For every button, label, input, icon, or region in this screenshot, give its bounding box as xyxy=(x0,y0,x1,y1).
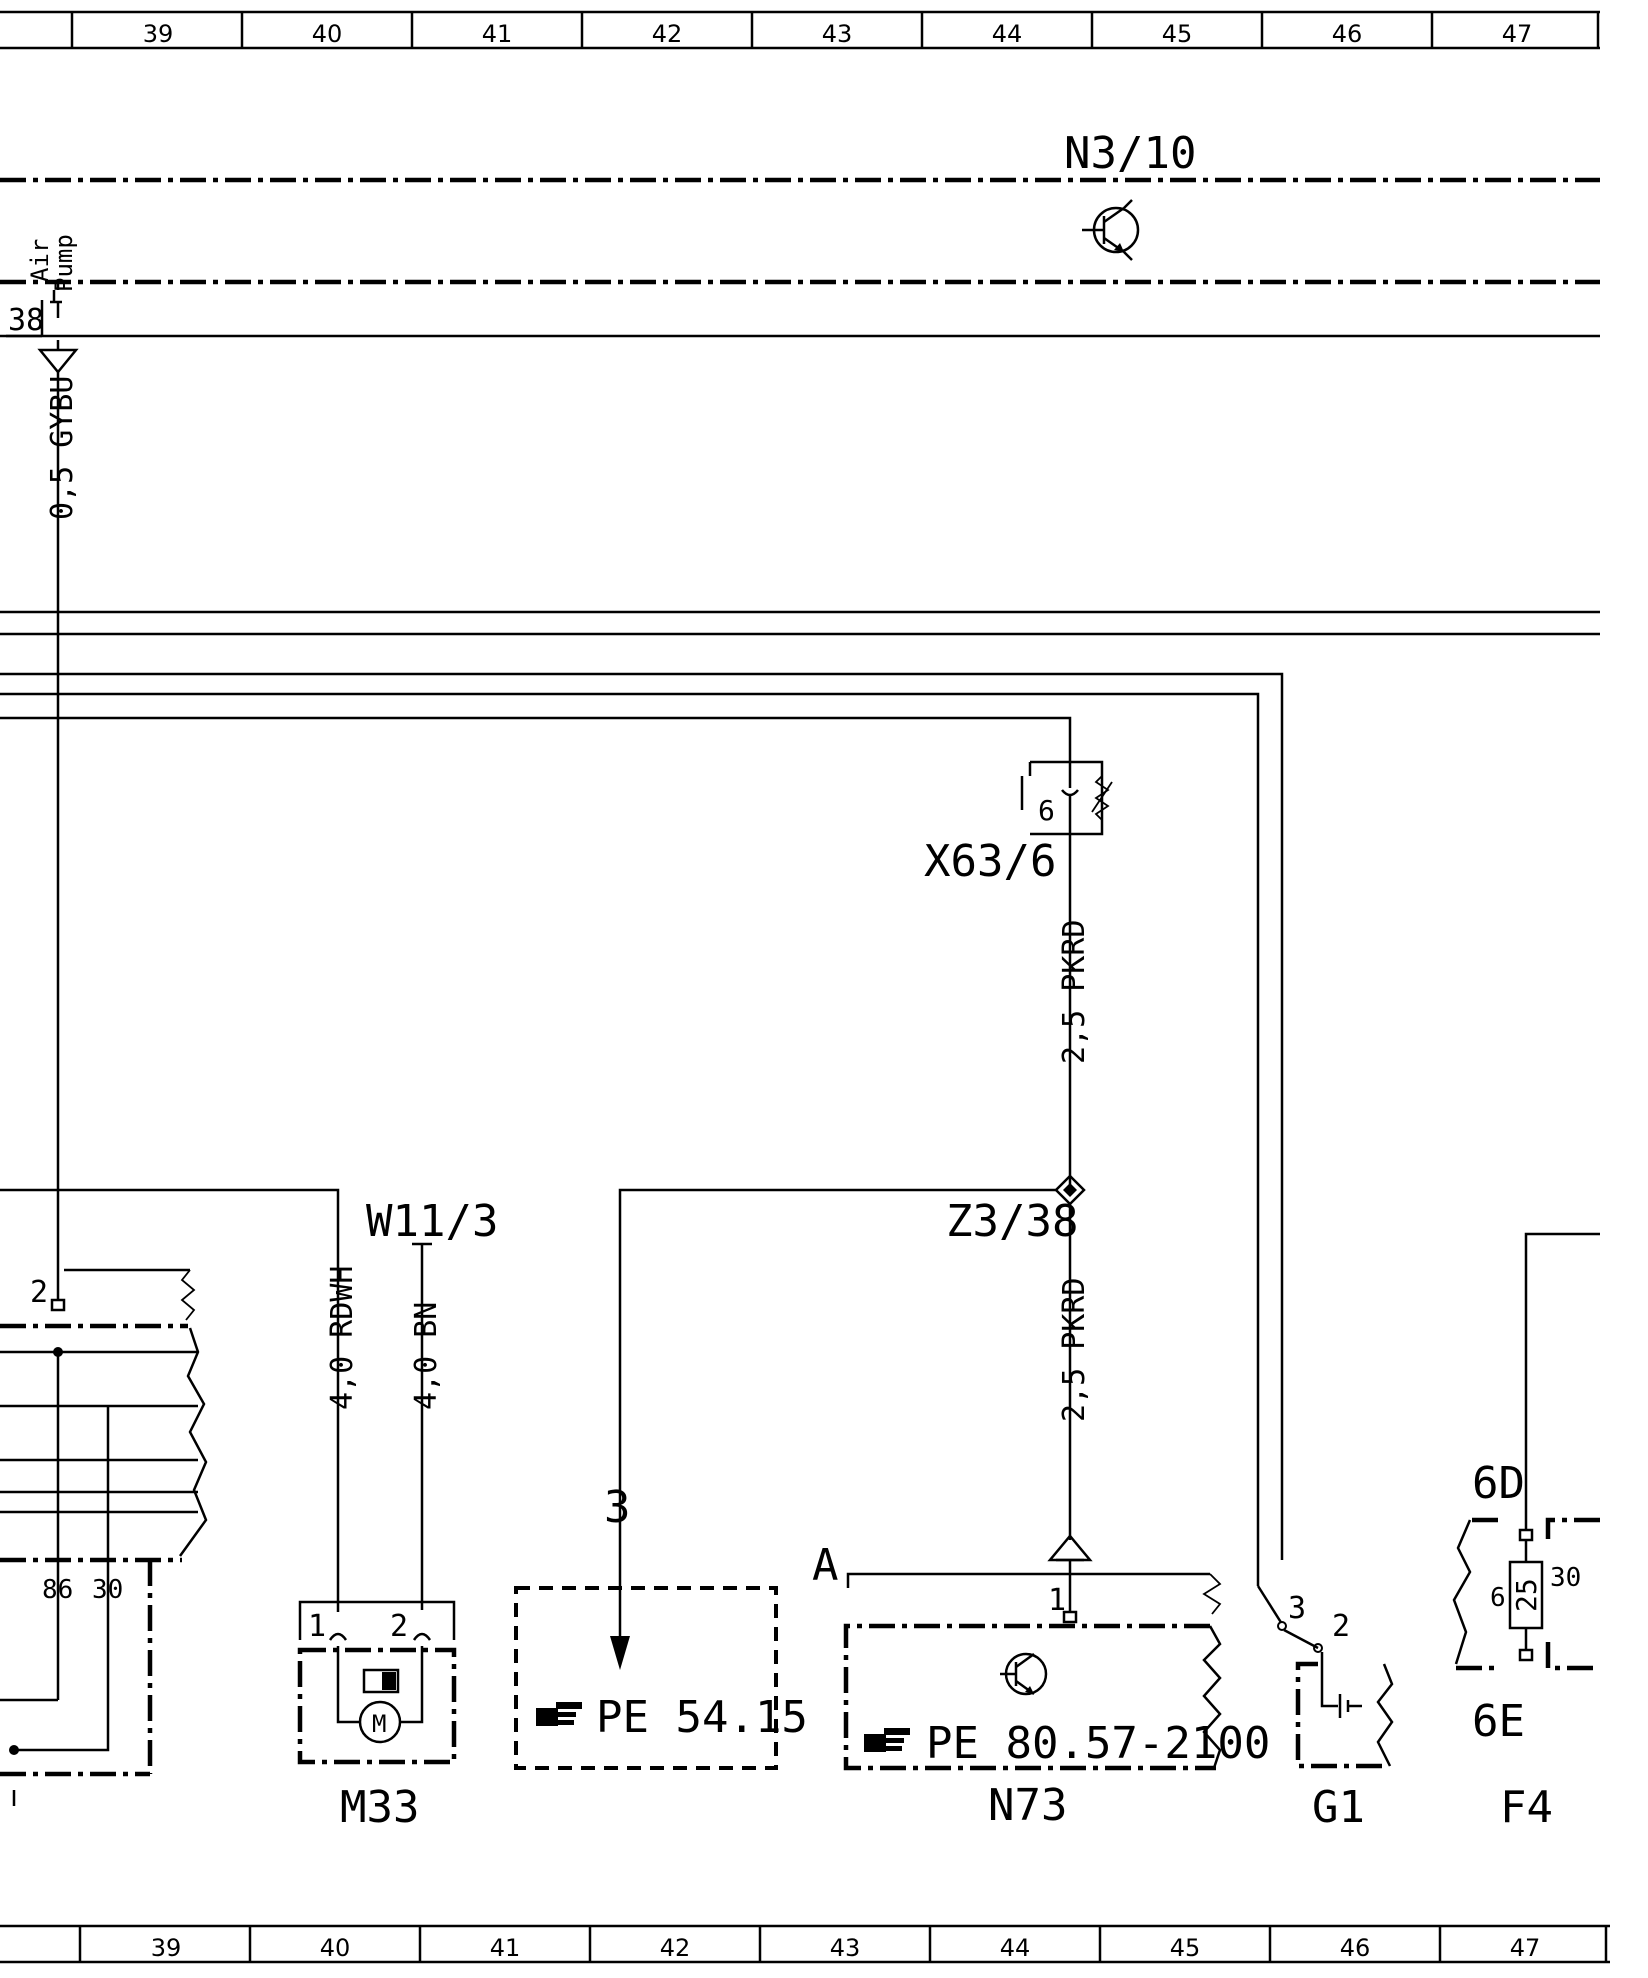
g1-component: 3 2 G1 xyxy=(1256,1585,1394,1833)
f4-fuse-label: 25 xyxy=(1510,1578,1543,1612)
n73-ref-a-label: A xyxy=(812,1540,839,1591)
bottom-ruler-col-45: 45 xyxy=(1170,1934,1201,1962)
g1-pin2-label: 2 xyxy=(1332,1609,1350,1644)
bottom-ruler-col-46: 46 xyxy=(1340,1934,1371,1962)
pointing-hand-icon xyxy=(536,1702,582,1726)
w11-3-ground: W11/3 4,0 BN xyxy=(366,1196,498,1610)
m33-motor: 4,0 RDWH 1 2 M M33 xyxy=(0,1188,457,1833)
g1-pin3-label: 3 xyxy=(1288,1591,1306,1626)
air-pump-label-pump: Pump xyxy=(50,234,78,292)
m33-motor-glyph: M xyxy=(372,1710,386,1738)
top-ruler-col-46: 46 xyxy=(1332,20,1363,48)
relay-pin30-label: 30 xyxy=(92,1575,123,1605)
bottom-ruler-col-42: 42 xyxy=(660,1934,691,1962)
bottom-ruler-col-44: 44 xyxy=(1000,1934,1031,1962)
top-ruler-col-45: 45 xyxy=(1162,20,1193,48)
pe-54-15-reference: 3 PE 54.15 xyxy=(514,1482,808,1770)
f4-bottom-label: 6E xyxy=(1472,1696,1525,1747)
z3-38-splice: Z3/38 2,5 PKRD xyxy=(610,1174,1092,1670)
x63-6-label: X63/6 xyxy=(924,836,1056,887)
x63-6-pin-label: 6 xyxy=(1038,794,1055,827)
x63-6-connector: 6 X63/6 2,5 PKRD xyxy=(924,760,1113,1188)
left-relay-module: 2 86 30 xyxy=(0,1268,208,1806)
motor-icon xyxy=(358,1668,402,1744)
bus-wires xyxy=(0,610,1600,1586)
bottom-ruler-col-47: 47 xyxy=(1510,1934,1541,1962)
top-ruler-col-39: 39 xyxy=(143,20,174,48)
top-ruler-col-41: 41 xyxy=(482,20,513,48)
bottom-ruler-col-43: 43 xyxy=(830,1934,861,1962)
m33-label: M33 xyxy=(340,1782,419,1833)
pointing-hand-icon xyxy=(864,1728,910,1752)
bottom-ruler-col-40: 40 xyxy=(320,1934,351,1962)
f4-right-label: 30 xyxy=(1550,1563,1581,1593)
z3-38-label: Z3/38 xyxy=(946,1196,1078,1247)
g1-label: G1 xyxy=(1312,1782,1365,1833)
n73-module: 1 A PE 80.57-2100 N73 xyxy=(812,1534,1270,1831)
top-ruler-col-47: 47 xyxy=(1502,20,1533,48)
f4-top-label: 6D xyxy=(1472,1458,1525,1509)
f4-label: F4 xyxy=(1500,1782,1553,1833)
f4-left-label: 6 xyxy=(1490,1583,1506,1613)
n3-10-label: N3/10 xyxy=(1064,128,1196,179)
resistor-icon xyxy=(1091,775,1113,821)
pe-54-15-label: PE 54.15 xyxy=(596,1692,808,1743)
wire-gybu-label: 0,5 GYBU xyxy=(45,376,80,521)
relay-pin2-label: 2 xyxy=(30,1275,48,1310)
top-ruler-col-40: 40 xyxy=(312,20,343,48)
relay-pin86-label: 86 xyxy=(42,1575,73,1605)
n3-10-module: N3/10 xyxy=(0,128,1600,285)
bottom-ruler: 39 40 41 42 43 44 45 46 47 xyxy=(0,1924,1610,1964)
air-pump-connector: 38 Air Pump 0,5 GYBU xyxy=(0,234,1600,1300)
top-ruler-col-42: 42 xyxy=(652,20,683,48)
top-ruler-col-44: 44 xyxy=(992,20,1023,48)
n73-pin-label: 1 xyxy=(1048,1583,1066,1618)
top-ruler: 39 40 41 42 43 44 45 46 47 xyxy=(0,10,1600,50)
wire-pkrd-upper-label: 2,5 PKRD xyxy=(1057,920,1092,1065)
wire-bn-label: 4,0 BN xyxy=(409,1302,444,1410)
pe-arrow-number: 3 xyxy=(604,1482,631,1533)
fuse-icon xyxy=(1508,1540,1544,1650)
n73-ref-label: PE 80.57-2100 xyxy=(926,1718,1270,1769)
f4-fuse-box: 6D 25 6 30 6E F4 xyxy=(1452,1232,1600,1833)
m33-pin1-label: 1 xyxy=(308,1609,326,1644)
m33-pin2-label: 2 xyxy=(390,1609,408,1644)
n73-label: N73 xyxy=(988,1780,1067,1831)
wire-rdwh-label: 4,0 RDWH xyxy=(325,1266,360,1411)
air-pump-label-air: Air xyxy=(26,239,54,282)
bottom-ruler-col-41: 41 xyxy=(490,1934,521,1962)
transistor-icon xyxy=(1000,1652,1048,1696)
air-pump-pin-label: 38 xyxy=(8,303,44,338)
top-ruler-col-43: 43 xyxy=(822,20,853,48)
transistor-icon xyxy=(1082,199,1140,261)
bottom-ruler-col-39: 39 xyxy=(151,1934,182,1962)
switch-icon xyxy=(1256,1585,1323,1653)
wire-pkrd-lower-label: 2,5 PKRD xyxy=(1057,1278,1092,1423)
w11-3-label: W11/3 xyxy=(366,1196,498,1247)
